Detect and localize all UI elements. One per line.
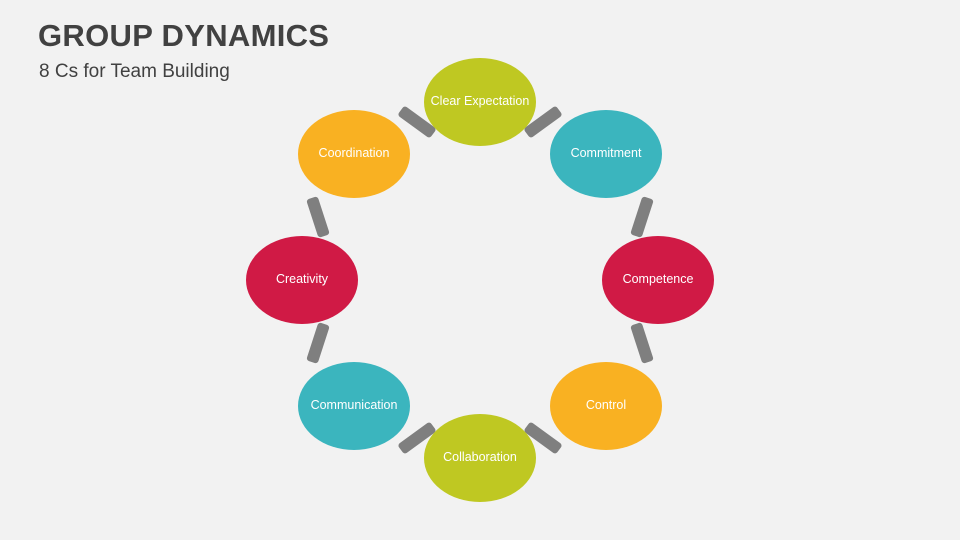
cycle-connector [306,196,330,238]
cycle-connector [306,322,330,364]
cycle-node[interactable]: Commitment [550,110,662,198]
cycle-node[interactable]: Competence [602,236,714,324]
cycle-node-label: Coordination [318,146,390,161]
cycle-node-label: Control [585,398,627,413]
cycle-node-label: Competence [622,272,694,287]
cycle-node[interactable]: Collaboration [424,414,536,502]
cycle-node-label: Collaboration [443,450,517,465]
cycle-node-label: Communication [310,398,398,413]
cycle-node-label: Commitment [570,146,642,161]
cycle-node[interactable]: Communication [298,362,410,450]
cycle-node[interactable]: Clear Expectation [424,58,536,146]
cycle-node[interactable]: Coordination [298,110,410,198]
cycle-node[interactable]: Creativity [246,236,358,324]
page-title: GROUP DYNAMICS [38,18,330,53]
cycle-node-label: Creativity [275,272,329,287]
cycle-connector [630,322,654,364]
cycle-connector [630,196,654,238]
cycle-node[interactable]: Control [550,362,662,450]
page-subtitle: 8 Cs for Team Building [39,61,230,82]
cycle-node-label: Clear Expectation [430,94,530,109]
